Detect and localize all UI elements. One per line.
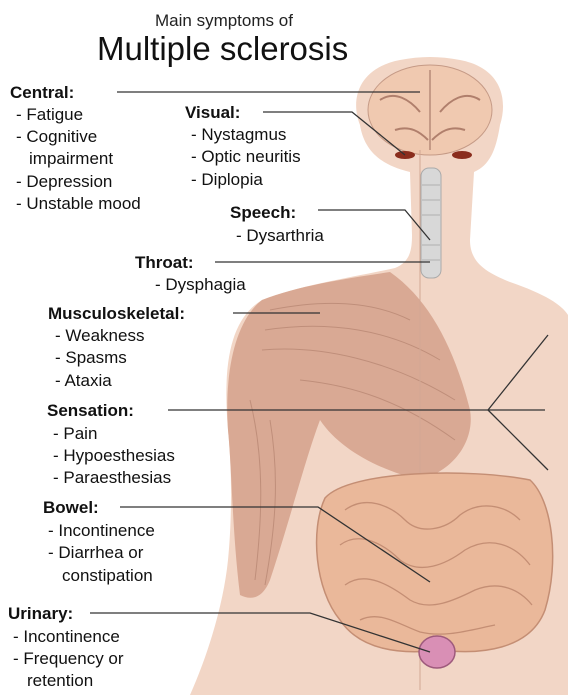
speech-heading: Speech: [230,204,296,221]
bowel-heading: Bowel: [43,499,99,516]
urinary-item-frequency: - Frequency or [13,650,124,667]
musculoskeletal-item-ataxia: - Ataxia [55,372,112,389]
bladder [419,636,455,668]
urinary-item-incontinence: - Incontinence [13,628,120,645]
diagram-title: Multiple sclerosis [97,32,348,65]
visual-item-nystagmus: - Nystagmus [191,126,286,143]
urinary-heading: Urinary: [8,605,73,622]
visual-item-optic-neuritis: - Optic neuritis [191,148,301,165]
sensation-item-pain: - Pain [53,425,97,442]
central-item-impairment: impairment [29,150,113,167]
central-heading: Central: [10,84,74,101]
speech-item-dysarthria: - Dysarthria [236,227,324,244]
intestines [317,473,553,652]
sensation-item-paraesthesias: - Paraesthesias [53,469,171,486]
visual-item-diplopia: - Diplopia [191,171,263,188]
central-item-unstable-mood: - Unstable mood [16,195,141,212]
visual-heading: Visual: [185,104,240,121]
sensation-item-hypoesthesias: - Hypoesthesias [53,447,175,464]
musculoskeletal-heading: Musculoskeletal: [48,305,185,322]
throat-item-dysphagia: - Dysphagia [155,276,246,293]
diagram-subtitle: Main symptoms of [155,12,293,29]
central-item-depression: - Depression [16,173,112,190]
throat-heading: Throat: [135,254,194,271]
central-item-cognitive: - Cognitive [16,128,97,145]
musculoskeletal-item-spasms: - Spasms [55,349,127,366]
sensation-heading: Sensation: [47,402,134,419]
bowel-item-constipation: constipation [62,567,153,584]
central-item-fatigue: - Fatigue [16,106,83,123]
bowel-item-incontinence: - Incontinence [48,522,155,539]
brain [368,65,492,155]
eye-right [452,151,472,159]
musculoskeletal-item-weakness: - Weakness [55,327,144,344]
bowel-item-diarrhea: - Diarrhea or [48,544,143,561]
urinary-item-retention: retention [27,672,93,689]
